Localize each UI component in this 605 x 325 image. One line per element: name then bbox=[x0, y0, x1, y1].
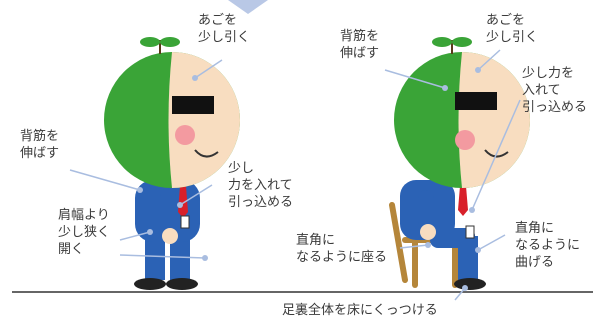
right-back-label: 背筋を 伸ばす bbox=[340, 29, 380, 61]
leader-dots bbox=[137, 67, 481, 291]
right-chin-label: あごを 少し引く bbox=[486, 13, 539, 45]
right-knee-label: 直角に なるように 曲げる bbox=[515, 221, 581, 270]
left-chin-label: あごを 少し引く bbox=[198, 13, 251, 45]
top-arrow-icon bbox=[228, 0, 268, 14]
leader-lines bbox=[69, 49, 521, 301]
right-seat-label: 直角に なるように座る bbox=[296, 233, 388, 265]
left-arm-label: 少し 力を入れて 引っ込める bbox=[228, 161, 294, 210]
right-arm-label: 少し力を 入れて 引っ込める bbox=[522, 66, 588, 115]
floor-label: 足裏全体を床にくっつける bbox=[282, 303, 438, 318]
left-shoulder-label: 肩幅より 少し狭く 開く bbox=[58, 208, 111, 257]
seated-mascot bbox=[389, 37, 530, 290]
standing-mascot bbox=[104, 37, 240, 290]
left-back-label: 背筋を 伸ばす bbox=[20, 129, 60, 161]
